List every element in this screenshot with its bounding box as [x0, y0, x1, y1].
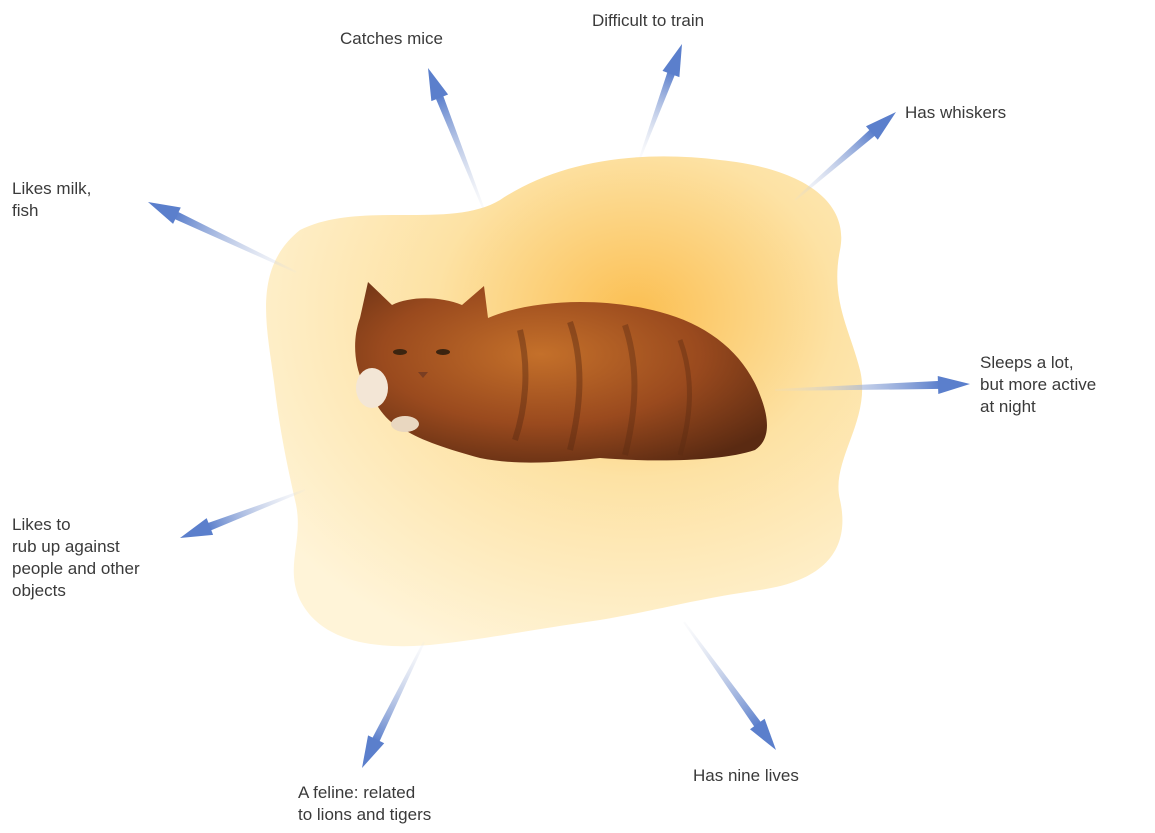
arrow-shaft [636, 71, 675, 160]
label-has-whiskers: Has whiskers [905, 102, 1006, 124]
label-line: Likes milk, [12, 178, 91, 200]
label-line: Difficult to train [592, 10, 704, 32]
arrow-head [144, 194, 181, 224]
arrow-shaft [681, 620, 762, 728]
arrow-catches-mice [420, 65, 493, 214]
label-line: to lions and tigers [298, 804, 431, 826]
arrow-shaft [372, 640, 428, 743]
label-difficult-to-train: Difficult to train [592, 10, 704, 32]
label-line: but more active [980, 374, 1096, 396]
label-line: fish [12, 200, 91, 222]
arrow-shaft [792, 129, 876, 203]
label-feline: A feline: related to lions and tigers [298, 782, 431, 826]
label-likes-to-rub: Likes to rub up against people and other… [12, 514, 140, 602]
arrow-head [177, 518, 213, 546]
arrow-head [420, 65, 448, 101]
label-line: people and other [12, 558, 140, 580]
label-line: Has whiskers [905, 102, 1006, 124]
label-line: Has nine lives [693, 765, 799, 787]
arrow-difficult-to-train [632, 41, 691, 161]
label-catches-mice: Catches mice [340, 28, 443, 50]
label-sleeps-a-lot: Sleeps a lot, but more active at night [980, 352, 1096, 418]
arrow-nine-lives [677, 617, 784, 756]
arrow-shaft [207, 486, 307, 531]
label-line: Sleeps a lot, [980, 352, 1096, 374]
label-line: Catches mice [340, 28, 443, 50]
label-line: Likes to [12, 514, 140, 536]
arrow-head [662, 41, 690, 77]
label-line: A feline: related [298, 782, 431, 804]
arrow-likes-to-rub [177, 482, 308, 547]
label-has-nine-lives: Has nine lives [693, 765, 799, 787]
arrow-has-whiskers [789, 105, 902, 207]
label-line: rub up against [12, 536, 140, 558]
label-line: objects [12, 580, 140, 602]
arrow-shaft [435, 94, 487, 211]
label-line: at night [980, 396, 1096, 418]
arrow-feline [354, 638, 432, 772]
label-likes-milk-fish: Likes milk, fish [12, 178, 91, 222]
arrow-head [938, 375, 971, 394]
